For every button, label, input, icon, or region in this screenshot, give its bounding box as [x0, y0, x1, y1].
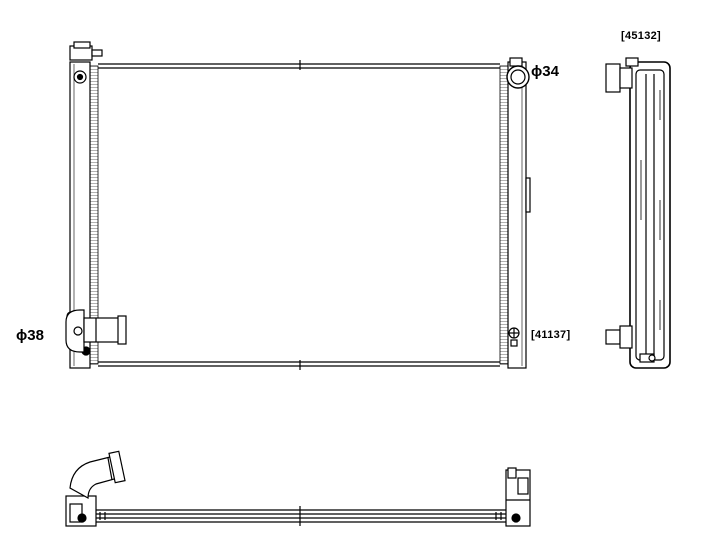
outlet-pipe [65, 309, 127, 353]
outlet-diameter-label: ϕ38 [16, 327, 44, 344]
right-tank [499, 57, 531, 369]
front-view [65, 41, 531, 370]
bottom-view [65, 450, 531, 527]
inlet-diameter-label: ϕ34 [531, 63, 559, 80]
radiator-core [98, 60, 500, 370]
side-part-number: [45132] [621, 30, 662, 42]
drain-part-number: [41137] [531, 329, 571, 341]
side-view [605, 57, 671, 369]
